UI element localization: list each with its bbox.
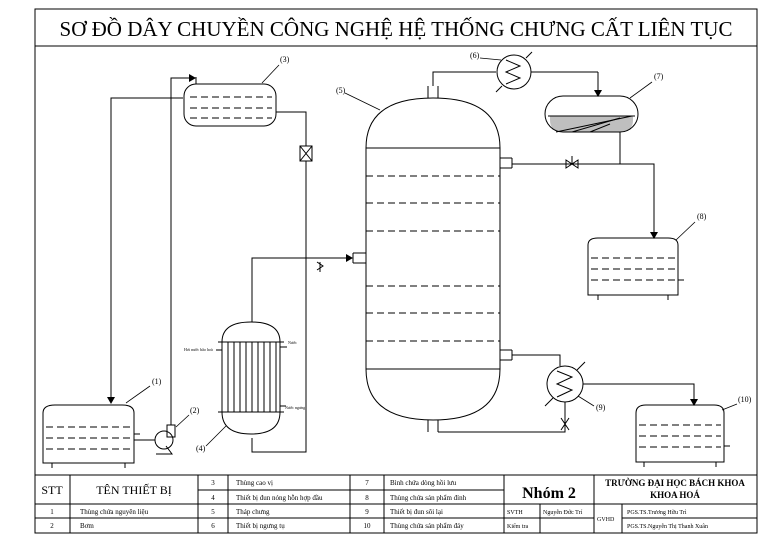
gvhd-label: GVHD [597,517,615,523]
feed-tank [42,404,140,468]
gvhd-2: PGS.TS.Nguyễn Thị Thanh Xuân [627,523,708,530]
row-1-number: 1 [50,508,54,516]
label-9: (9) [596,403,606,412]
row-6-number: 6 [211,522,215,530]
row-7-name: Bình chứa dòng hồi lưu [390,479,457,487]
row-3-number: 3 [211,479,215,487]
reboiler [544,361,586,407]
row-4-name: Thiết bị đun nóng hỗn hợp đầu [236,494,323,502]
row-1-name: Thùng chứa nguyên liệu [80,508,149,516]
label-1: (1) [152,377,162,386]
kiemtra-label: Kiểm tra [507,523,528,530]
equipment-table [35,474,757,533]
row-4-number: 4 [211,494,215,502]
label-steam-in: Hơi nước bão hoà [184,347,213,352]
row-7-number: 7 [365,479,369,487]
row-9-name: Thiết bị đun sôi lại [390,508,443,516]
overhead-tank [183,77,282,127]
label-3: (3) [280,55,290,64]
row-9-number: 9 [365,508,369,516]
group-name: Nhóm 2 [522,485,576,502]
label-8: (8) [697,212,707,221]
label-condensate: Nước ngưng [285,405,305,410]
label-5: (5) [336,86,346,95]
row-8-name: Thùng chứa sản phẩm đỉnh [390,494,467,502]
label-4: (4) [196,444,206,453]
faculty-name: KHOA HOÁ [650,490,700,500]
svth-name: Nguyễn Đức Trí [543,509,583,516]
pump [154,424,176,455]
title-box [34,8,758,47]
row-3-name: Thùng cao vị [236,479,273,487]
bottom-product-tank [635,404,730,467]
reflux-drum [544,95,639,133]
label-7: (7) [654,72,664,81]
row-5-name: Tháp chưng [236,508,270,516]
row-10-number: 10 [364,522,372,530]
feed-preheater [216,316,287,435]
reflux-valve [565,159,579,169]
row-8-number: 8 [365,494,369,502]
distillation-column [352,86,513,432]
school-name: TRƯỜNG ĐẠI HỌC BÁCH KHOA [605,478,745,488]
gvhd-1: PGS.TS.Trương Hữu Trì [627,510,687,516]
top-product-tank [587,237,684,300]
outer-border [34,8,758,534]
bottom-valve [560,417,570,431]
label-steam-out: Nước [288,340,297,345]
row-10-name: Thùng chứa sản phẩm đáy [390,522,464,530]
row-2-number: 2 [50,522,54,530]
header-stt: STT [41,483,63,497]
page-title: SƠ ĐỒ DÂY CHUYỀN CÔNG NGHỆ HỆ THỐNG CHƯN… [60,17,733,41]
condenser [495,51,598,93]
header-name: TÊN THIẾT BỊ [96,482,172,497]
row-5-number: 5 [211,508,215,516]
label-10: (10) [738,395,752,404]
label-6: (6) [470,51,480,60]
svth-label: SVTH [507,510,523,516]
row-6-name: Thiết bị ngưng tụ [236,522,285,530]
row-2-name: Bơm [80,522,94,530]
label-2: (2) [190,406,200,415]
feed-valve [316,261,324,271]
